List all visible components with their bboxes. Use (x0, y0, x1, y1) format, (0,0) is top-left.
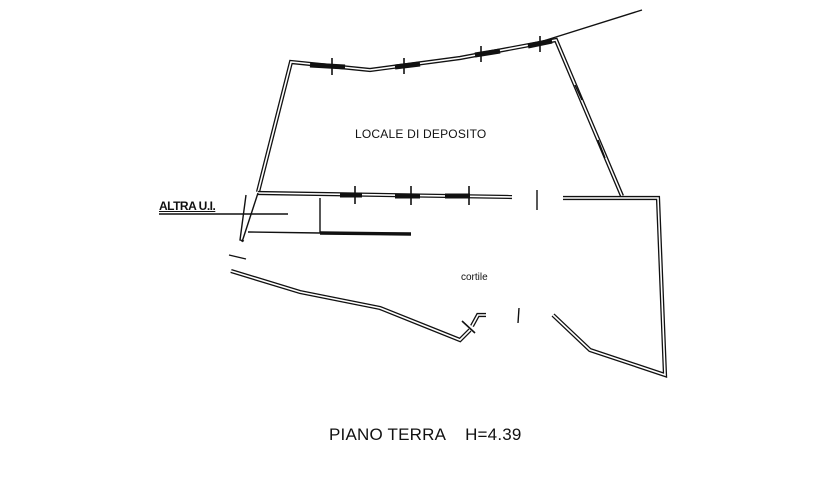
lower-left-wall (228, 254, 520, 343)
altra-ui-passage (159, 192, 412, 243)
middle-wall (257, 186, 538, 210)
room-label-deposit: LOCALE DI DEPOSITO (355, 127, 487, 141)
height-label: H=4.39 (465, 425, 522, 444)
top-windows (309, 36, 553, 75)
room-label-courtyard: cortile (461, 272, 488, 283)
boundary-line (539, 9, 643, 43)
right-wall-windows (574, 84, 606, 159)
plan-title: PIANO TERRA H=4.39 (329, 425, 522, 445)
courtyard-walls (551, 195, 668, 378)
floor-name: PIANO TERRA (329, 425, 446, 444)
reference-label-altra-ui: ALTRA U.I. (159, 199, 216, 213)
